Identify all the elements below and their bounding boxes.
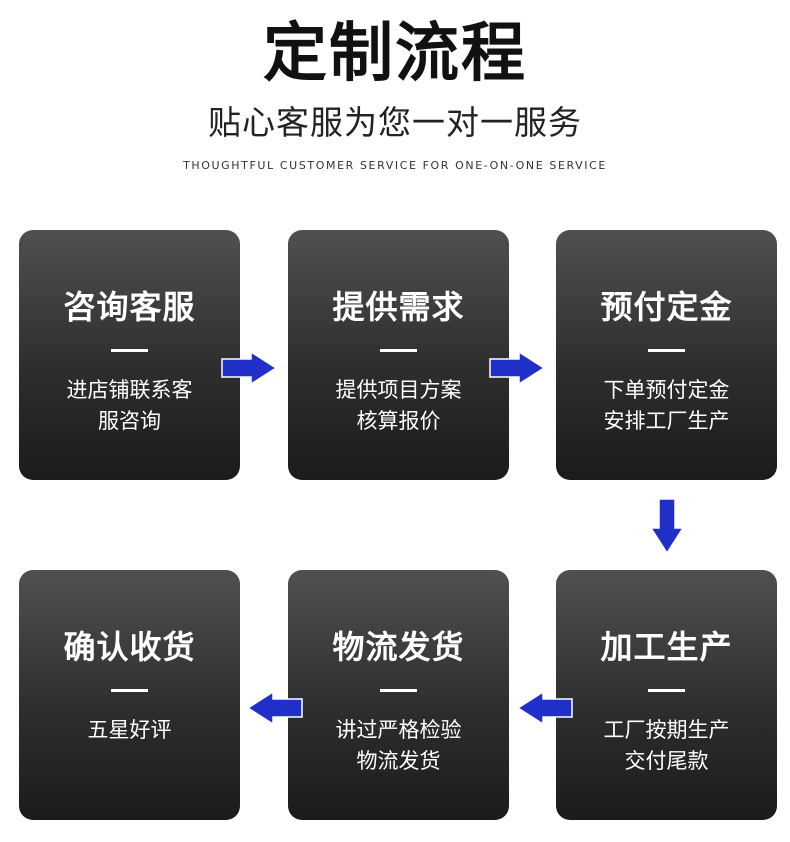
step-divider — [380, 349, 417, 352]
step-card-production: 加工生产 工厂按期生产 交付尾款 — [556, 570, 777, 820]
step-description: 下单预付定金 安排工厂生产 — [566, 375, 767, 437]
arrow-right-icon — [221, 352, 277, 384]
step-desc-line: 服咨询 — [98, 409, 161, 433]
step-description: 工厂按期生产 交付尾款 — [566, 715, 767, 777]
arrow-down-icon — [650, 498, 684, 554]
step-card-shipping: 物流发货 讲过严格检验 物流发货 — [288, 570, 509, 820]
arrow-right-icon — [489, 352, 545, 384]
step-card-deposit: 预付定金 下单预付定金 安排工厂生产 — [556, 230, 777, 480]
step-card-requirements: 提供需求 提供项目方案 核算报价 — [288, 230, 509, 480]
step-description: 进店铺联系客 服咨询 — [29, 375, 230, 437]
step-desc-line: 进店铺联系客 — [66, 378, 193, 402]
step-divider — [648, 349, 685, 352]
step-desc-line: 五星好评 — [87, 718, 172, 742]
step-card-receipt: 确认收货 五星好评 — [19, 570, 240, 820]
step-description: 提供项目方案 核算报价 — [298, 375, 499, 437]
page-subtitle: 贴心客服为您一对一服务 — [208, 103, 582, 142]
step-description: 五星好评 — [29, 715, 230, 746]
step-title: 咨询客服 — [63, 288, 196, 326]
arrow-left-icon — [517, 692, 573, 724]
page-tagline: THOUGHTFUL CUSTOMER SERVICE FOR ONE-ON-O… — [183, 159, 607, 172]
step-desc-line: 提供项目方案 — [335, 378, 462, 402]
arrow-left-icon — [247, 692, 303, 724]
step-desc-line: 安排工厂生产 — [603, 409, 730, 433]
step-title: 物流发货 — [332, 628, 465, 666]
page-title: 定制流程 — [263, 17, 527, 91]
step-desc-line: 讲过严格检验 — [335, 718, 462, 742]
step-title: 预付定金 — [600, 288, 733, 326]
step-title: 确认收货 — [63, 628, 196, 666]
step-title: 加工生产 — [600, 628, 733, 666]
step-desc-line: 工厂按期生产 — [603, 718, 730, 742]
step-divider — [648, 689, 685, 692]
step-title: 提供需求 — [332, 288, 465, 326]
step-desc-line: 物流发货 — [356, 749, 441, 773]
step-card-consult: 咨询客服 进店铺联系客 服咨询 — [19, 230, 240, 480]
step-description: 讲过严格检验 物流发货 — [298, 715, 499, 777]
step-desc-line: 核算报价 — [356, 409, 441, 433]
step-divider — [111, 689, 148, 692]
step-divider — [380, 689, 417, 692]
step-divider — [111, 349, 148, 352]
step-desc-line: 交付尾款 — [624, 749, 709, 773]
step-desc-line: 下单预付定金 — [603, 378, 730, 402]
